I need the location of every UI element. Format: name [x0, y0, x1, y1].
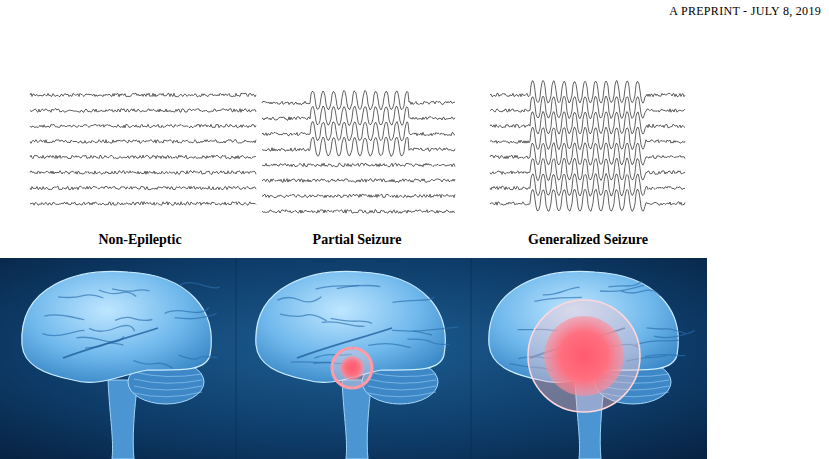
gyrus [42, 330, 83, 335]
eeg-trace [490, 127, 685, 150]
brain [22, 271, 220, 459]
cerebrum [256, 271, 445, 382]
sulcus [63, 328, 158, 358]
panel-caption: Generalized Seizure [528, 232, 648, 248]
gyrus [89, 326, 135, 332]
gyrus [45, 315, 85, 320]
panel-caption: Partial Seizure [313, 232, 402, 248]
brain [256, 271, 459, 459]
cerebrum [22, 271, 211, 382]
panel-caption: Non-Epileptic [98, 232, 181, 248]
eeg-trace [262, 137, 455, 156]
gyrus [277, 297, 321, 302]
eeg-trace [30, 171, 256, 175]
eeg-trace [490, 111, 685, 134]
gyrus [322, 322, 365, 326]
eeg-trace [30, 140, 256, 144]
partial-focus-ring [332, 348, 372, 388]
dark-background [0, 258, 707, 459]
eeg-trace [30, 155, 256, 159]
gyrus [180, 283, 220, 288]
eeg-trace [490, 158, 685, 181]
gyrus [112, 289, 149, 291]
gyrus [543, 287, 580, 294]
gyrus [608, 281, 642, 287]
gyrus [337, 285, 381, 288]
brain [489, 271, 695, 459]
eeg-trace [262, 179, 455, 183]
eeg-trace [262, 163, 455, 167]
eeg-trace [490, 81, 685, 104]
gyrus [291, 362, 333, 363]
gyrus [621, 290, 660, 296]
gyrus [179, 355, 218, 359]
eeg-trace [30, 202, 256, 206]
gyrus [392, 330, 432, 335]
gyrus [393, 297, 435, 303]
generalized-region-halo [528, 300, 640, 412]
eeg-trace [30, 93, 256, 97]
eeg-trace [262, 90, 455, 110]
eeg-trace [30, 186, 256, 190]
eeg-trace [490, 96, 685, 119]
page-header: A PREPRINT - JULY 8, 2019 [669, 4, 821, 19]
eeg-trace [262, 106, 455, 126]
gyrus [600, 285, 644, 291]
gyrus [654, 331, 695, 338]
eeg-trace [30, 124, 256, 128]
gyrus [636, 340, 679, 344]
gyrus [413, 327, 459, 332]
gyrus [165, 307, 209, 313]
partial-focus [340, 356, 364, 380]
gyrus [368, 344, 411, 348]
gyrus [115, 317, 152, 320]
eeg-trace [262, 194, 455, 198]
eeg-trace [490, 174, 685, 197]
eeg-trace [490, 189, 685, 211]
gyrus [175, 314, 217, 319]
eeg-trace [30, 109, 256, 113]
gyrus [58, 295, 103, 298]
gyrus [646, 328, 685, 334]
gyrus [133, 361, 172, 369]
eeg-trace [262, 122, 455, 141]
generalized-region [544, 316, 624, 396]
eeg-trace [262, 210, 455, 214]
eeg-trace [490, 143, 685, 166]
gyrus [280, 314, 327, 321]
gyrus [407, 339, 449, 344]
